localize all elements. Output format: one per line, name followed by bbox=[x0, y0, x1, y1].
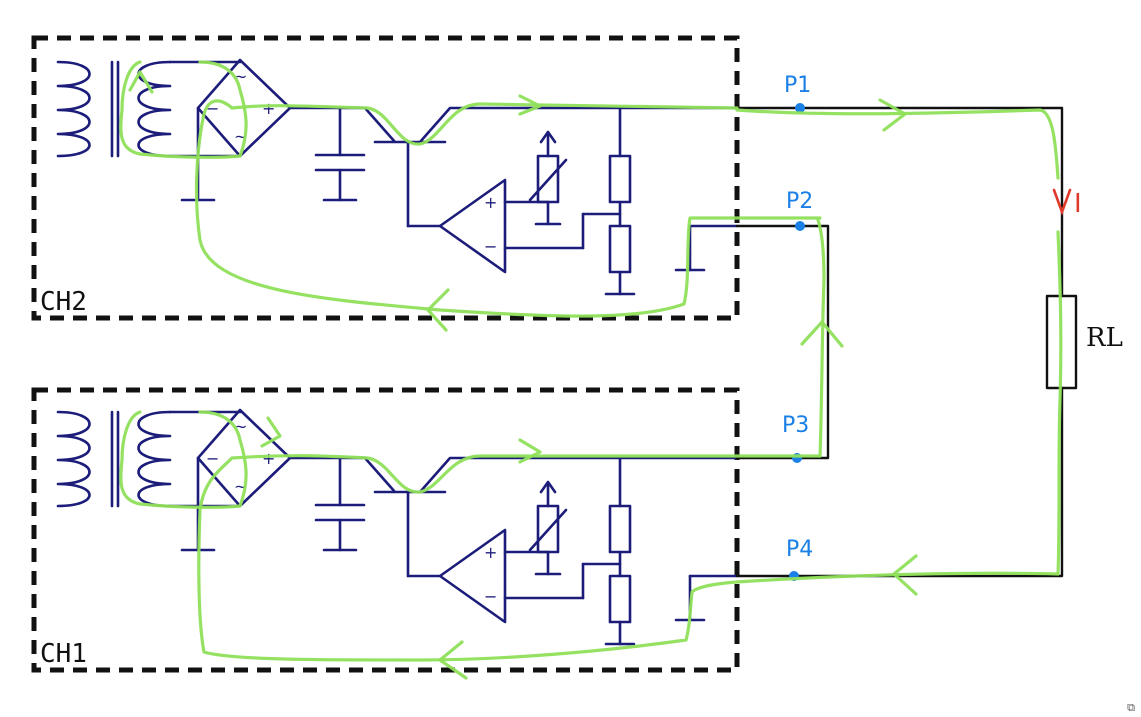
ch2-flow-loop bbox=[194, 99, 822, 318]
svg-text:+: + bbox=[262, 99, 275, 118]
flow-arrow-icon bbox=[878, 98, 907, 132]
load-resistor-label: RL bbox=[1086, 323, 1123, 353]
ch2-divider-lower-resistor bbox=[608, 224, 632, 274]
flow-arrow-icon bbox=[800, 320, 844, 348]
ch2-divider-upper-resistor bbox=[608, 154, 632, 204]
ch1-secondary-flow bbox=[119, 410, 248, 509]
ch1-transformer-secondary bbox=[137, 410, 172, 508]
p3-to-p2-flow bbox=[816, 218, 826, 458]
terminal-p2 bbox=[795, 221, 805, 231]
svg-text:+: + bbox=[262, 449, 275, 468]
ch2-circuit: ~ ~ + − + − bbox=[56, 58, 739, 296]
p2-to-p3-series-link bbox=[735, 224, 830, 460]
ch2-op-amp bbox=[438, 178, 507, 274]
svg-text:+: + bbox=[484, 193, 497, 212]
terminal-p1-label: P1 bbox=[784, 73, 811, 98]
flow-arrow-icon bbox=[518, 94, 542, 116]
ch1-circuit: ~ ~ + − + − bbox=[56, 408, 739, 646]
current-label: I bbox=[1074, 189, 1082, 219]
ch2-enclosure bbox=[31, 35, 740, 321]
ch1-op-amp bbox=[438, 528, 507, 624]
resize-handle-icon: ⧉ bbox=[1127, 701, 1135, 714]
terminal-p3-label: P3 bbox=[782, 413, 809, 438]
flow-arrow-icon bbox=[260, 416, 282, 448]
external-wiring bbox=[735, 106, 1078, 578]
ch1-transformer-primary bbox=[56, 410, 91, 508]
current-flow-path bbox=[119, 60, 1063, 680]
flow-arrow-icon bbox=[892, 554, 918, 596]
svg-text:−: − bbox=[484, 237, 497, 256]
terminal-p4-label: P4 bbox=[786, 537, 813, 562]
current-arrow-icon bbox=[1052, 188, 1072, 216]
ch1-label: CH1 bbox=[40, 639, 87, 669]
svg-text:−: − bbox=[484, 587, 497, 606]
flow-arrow-icon bbox=[518, 438, 542, 464]
terminal-p2-label: P2 bbox=[786, 189, 813, 214]
ch2-secondary-flow bbox=[119, 60, 248, 159]
p1-to-load-flow bbox=[735, 108, 1063, 576]
flow-arrow-icon bbox=[426, 288, 450, 332]
terminal-p1 bbox=[795, 103, 805, 113]
flow-arrow-icon bbox=[128, 70, 154, 94]
ch1-divider-lower-resistor bbox=[608, 574, 632, 624]
ch2-transformer-primary bbox=[56, 60, 91, 158]
p1-to-load-wire bbox=[735, 106, 1064, 298]
ch1-divider-upper-resistor bbox=[608, 504, 632, 554]
ch2-label: CH2 bbox=[40, 287, 87, 317]
ch1-enclosure bbox=[31, 387, 740, 673]
flow-arrow-icon bbox=[438, 640, 468, 680]
p4-return-flow bbox=[197, 454, 1060, 662]
svg-text:−: − bbox=[206, 449, 219, 468]
svg-text:+: + bbox=[484, 543, 497, 562]
